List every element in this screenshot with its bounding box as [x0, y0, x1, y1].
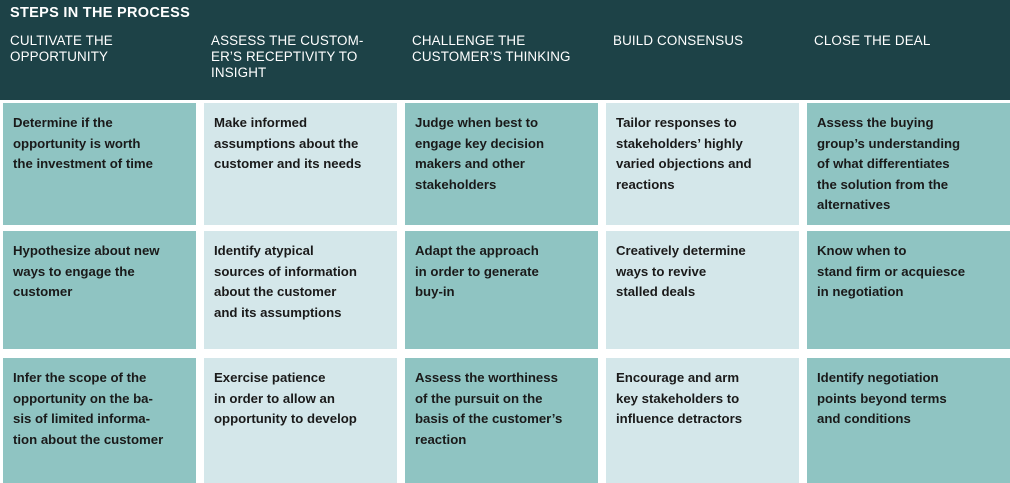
cell-text: Identify atypical sources of information…	[214, 243, 357, 320]
column-header-assess-the-customers-receptivity: ASSESS THE CUSTOM- ER’S RECEPTIVITY TO I…	[211, 33, 364, 81]
column-header-build-consensus: BUILD CONSENSUS	[613, 33, 744, 48]
cell-r2c5: Know when to stand firm or acquiesce in …	[807, 231, 1010, 349]
cell-text: Hypothesize about new ways to engage the…	[13, 243, 160, 300]
cell-text: Make informed assumptions about the cust…	[214, 115, 362, 172]
cell-r1c3: Judge when best to engage key decision m…	[405, 103, 598, 225]
cell-text: Encourage and arm key stakeholders to in…	[616, 370, 743, 427]
cell-text: Tailor responses to stakeholders’ highly…	[616, 115, 752, 192]
cell-r2c1: Hypothesize about new ways to engage the…	[3, 231, 196, 349]
cell-r3c3: Assess the worthiness of the pursuit on …	[405, 358, 598, 483]
page-title: STEPS IN THE PROCESS	[10, 5, 191, 21]
cell-r3c2: Exercise patience in order to allow an o…	[204, 358, 397, 483]
cell-text: Identify negotiation points beyond terms…	[817, 370, 947, 427]
cell-text: Assess the worthiness of the pursuit on …	[415, 370, 563, 447]
cell-r2c3: Adapt the approach in order to generate …	[405, 231, 598, 349]
cell-text: Assess the buying group’s understanding …	[817, 115, 961, 213]
cell-r2c2: Identify atypical sources of information…	[204, 231, 397, 349]
cell-r1c1: Determine if the opportunity is worth th…	[3, 103, 196, 225]
cell-text: Infer the scope of the opportunity on th…	[13, 370, 164, 447]
column-header-cultivate-the-opportunity: CULTIVATE THE OPPORTUNITY	[10, 33, 113, 65]
cell-r2c4: Creatively determine ways to revive stal…	[606, 231, 799, 349]
cell-text: Determine if the opportunity is worth th…	[13, 115, 153, 172]
cell-text: Exercise patience in order to allow an o…	[214, 370, 357, 427]
header-band: STEPS IN THE PROCESS CULTIVATE THE OPPOR…	[0, 0, 1010, 100]
cell-r3c5: Identify negotiation points beyond terms…	[807, 358, 1010, 483]
column-header-close-the-deal: CLOSE THE DEAL	[814, 33, 931, 48]
cell-r1c5: Assess the buying group’s understanding …	[807, 103, 1010, 225]
cell-r3c4: Encourage and arm key stakeholders to in…	[606, 358, 799, 483]
cell-r1c2: Make informed assumptions about the cust…	[204, 103, 397, 225]
column-header-challenge-the-customers-thinking: CHALLENGE THE CUSTOMER’S THINKING	[412, 33, 571, 65]
cell-text: Adapt the approach in order to generate …	[415, 243, 539, 300]
cell-text: Judge when best to engage key decision m…	[415, 115, 544, 192]
cell-text: Know when to stand firm or acquiesce in …	[817, 243, 966, 300]
cell-r1c4: Tailor responses to stakeholders’ highly…	[606, 103, 799, 225]
cell-r3c1: Infer the scope of the opportunity on th…	[3, 358, 196, 483]
cell-text: Creatively determine ways to revive stal…	[616, 243, 746, 300]
